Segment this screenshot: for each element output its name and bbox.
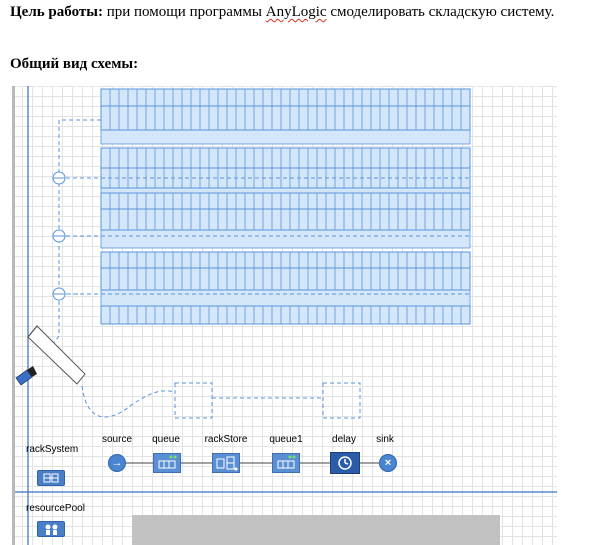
block-label-queue1: queue1	[269, 434, 303, 445]
aisle-band	[100, 187, 471, 194]
rack-row	[100, 88, 471, 107]
section-title: Общий вид схемы:	[10, 56, 139, 72]
aisle-band	[100, 129, 471, 145]
queue-block[interactable]	[153, 453, 181, 473]
block-label-sink: sink	[376, 434, 394, 445]
rack-row	[100, 147, 471, 169]
goal-text-a: при помощи программы	[102, 4, 266, 20]
rack-system-icon[interactable]	[37, 470, 65, 486]
block-label-source: source	[101, 434, 132, 445]
queue-icon	[158, 455, 177, 469]
aisle-paths	[49, 119, 470, 419]
queue-icon	[277, 455, 296, 469]
curved-path	[81, 385, 176, 418]
rack-system-glyph	[43, 473, 59, 483]
block-label-rackstore: rackStore	[204, 434, 248, 445]
clock-icon	[338, 456, 352, 470]
goal-text-b: смоделировать складскую систему.	[326, 4, 555, 20]
anylogic-word: AnyLogic	[265, 4, 327, 20]
source-block[interactable]: →	[108, 454, 126, 472]
left-gray-strip	[12, 86, 15, 545]
diagram-canvas	[12, 86, 557, 545]
goal-paragraph: Цель работы: при помощи программы AnyLog…	[10, 2, 570, 22]
rack-system-label: rackSystem	[26, 444, 79, 455]
anylogic-diagram: rackSystem resourcePool source queue rac…	[12, 86, 557, 545]
sink-block[interactable]: ×	[379, 454, 397, 472]
goal-label: Цель работы:	[10, 4, 103, 20]
rack-row	[100, 208, 471, 231]
conveyor-icon	[15, 325, 86, 386]
rack-row	[100, 267, 471, 291]
aisle-band	[100, 289, 471, 307]
resource-pool-icon[interactable]	[37, 521, 65, 537]
queue1-block[interactable]	[272, 453, 300, 473]
node-box-left	[174, 382, 213, 419]
rack-row	[100, 251, 471, 269]
block-label-delay: delay	[332, 434, 356, 445]
resource-pool-glyph	[45, 524, 58, 535]
source-arrow-icon: →	[111, 457, 123, 469]
rack-row	[100, 305, 471, 325]
resource-pool-label: resourcePool	[26, 503, 85, 514]
rack-row	[100, 192, 471, 210]
rackstore-block[interactable]	[212, 453, 240, 473]
aisle-path-top	[58, 119, 101, 295]
sink-x-icon: ×	[384, 457, 392, 469]
rack-store-icon	[216, 456, 238, 471]
aisle-nodes	[52, 171, 66, 301]
resource-pool-area	[132, 515, 500, 545]
block-label-queue: queue	[152, 434, 180, 445]
delay-block[interactable]	[330, 452, 360, 474]
rack-rows	[100, 88, 471, 325]
aisle-band	[100, 229, 471, 249]
rack-row	[100, 105, 471, 131]
node-box-right	[322, 382, 361, 419]
